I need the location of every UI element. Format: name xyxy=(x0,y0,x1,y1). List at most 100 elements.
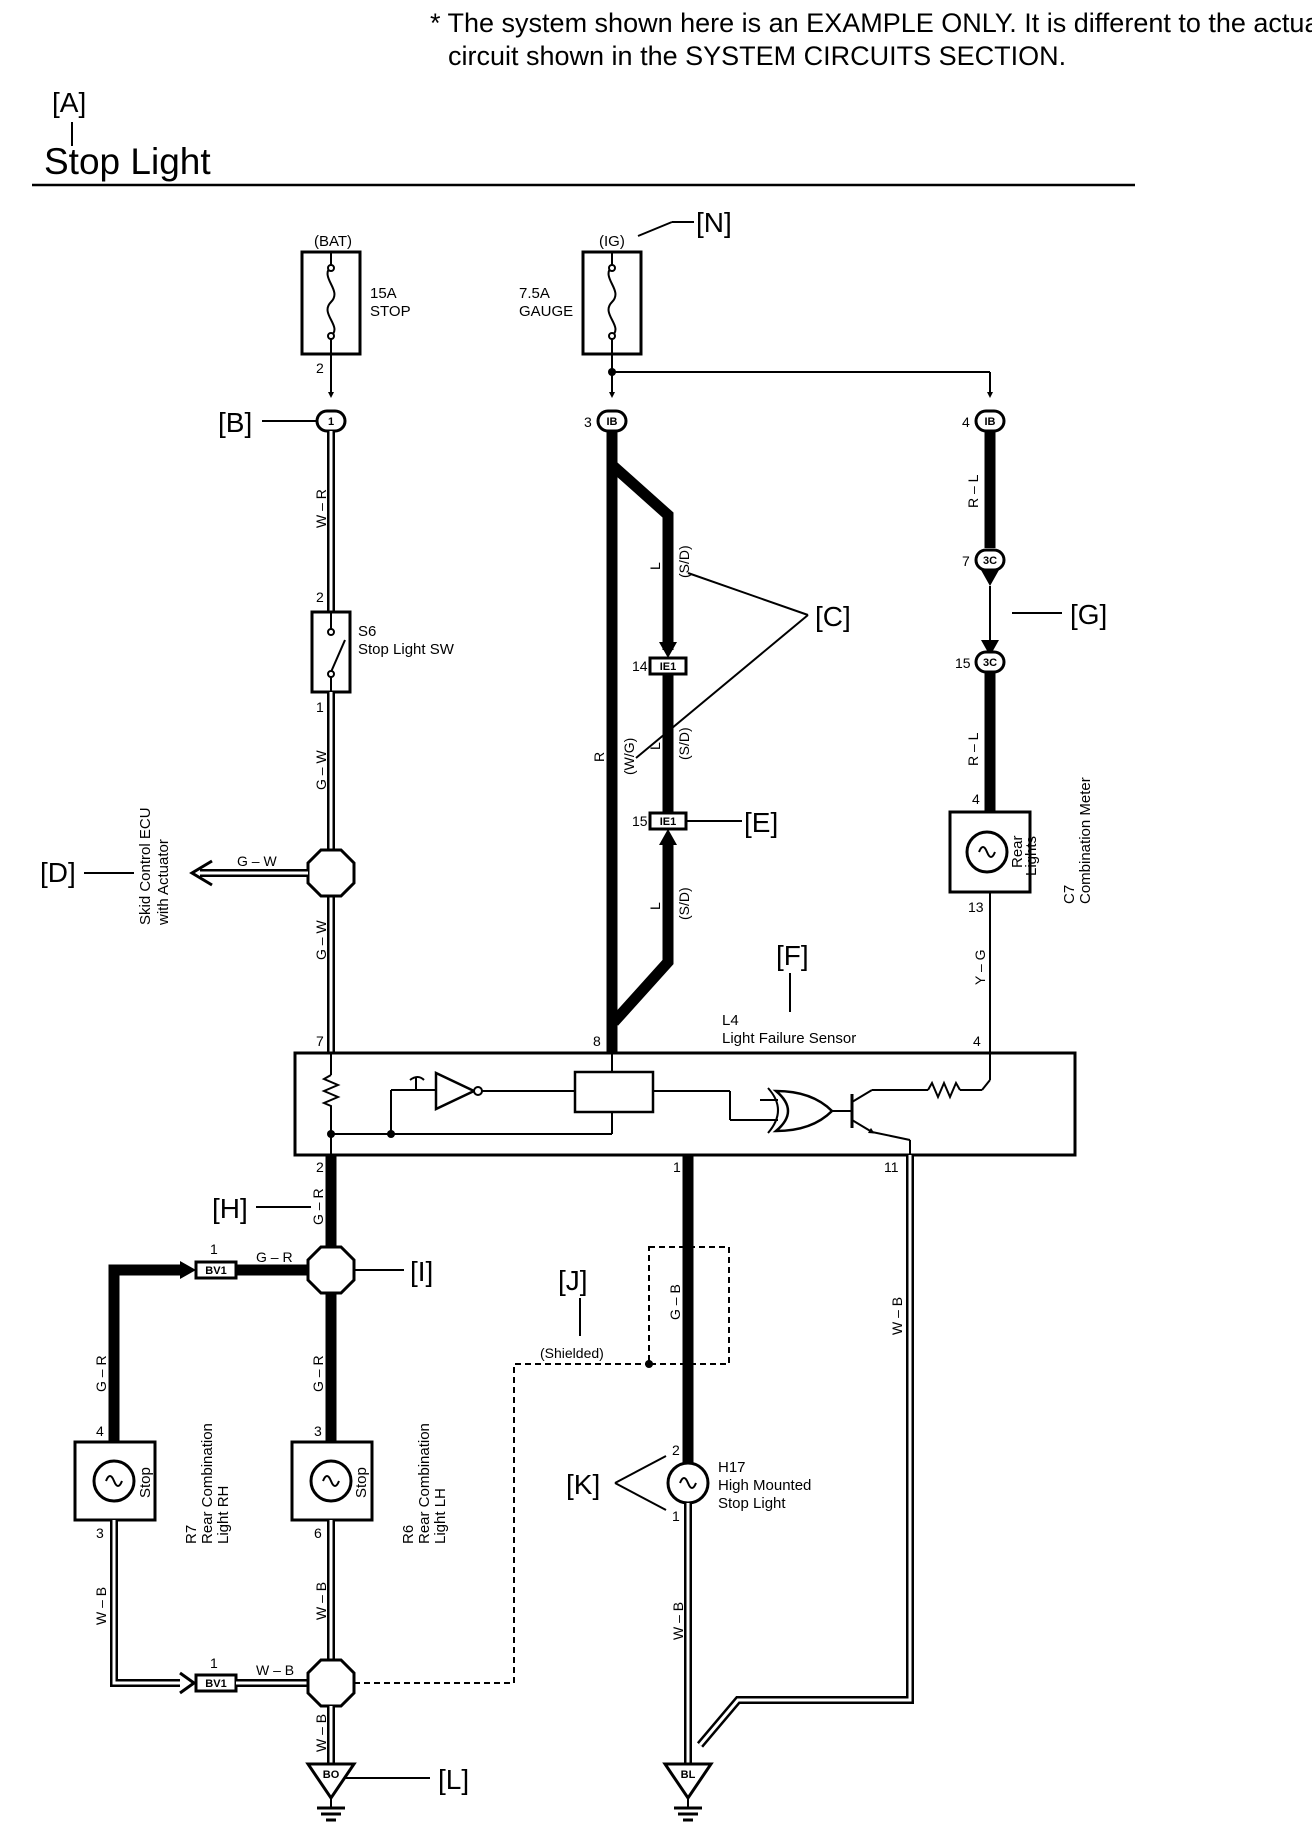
callout-c-leader xyxy=(635,614,809,759)
or-gate xyxy=(772,1089,834,1133)
pin-label: 2 xyxy=(316,360,324,376)
wire-label: L xyxy=(647,902,663,910)
connector-arrow xyxy=(659,642,677,658)
wire-label-r: R xyxy=(591,752,607,762)
meter-lamp-label: Lights xyxy=(1023,836,1040,876)
skid-ecu-arrow xyxy=(189,859,213,887)
component-name: Light LH xyxy=(432,1488,449,1544)
wire-w-b-rh xyxy=(112,1520,180,1685)
wire-label: R – L xyxy=(965,732,981,766)
connector-arrow xyxy=(981,570,999,586)
gauge-fuse-element xyxy=(607,252,617,354)
pin-label: 4 xyxy=(973,1033,981,1049)
callout-l: [L] xyxy=(438,1764,469,1795)
pin-label: 8 xyxy=(593,1033,601,1049)
bulb-filament xyxy=(322,1475,340,1487)
bulb-filament xyxy=(978,846,996,858)
shielded-label: (Shielded) xyxy=(540,1345,604,1361)
callout-g: [G] xyxy=(1070,599,1107,630)
callout-h: [H] xyxy=(212,1193,248,1224)
wire-label: L xyxy=(647,562,663,570)
light-failure-sensor xyxy=(293,1051,1077,1157)
sensor-relay xyxy=(573,1070,655,1114)
wire-label: W – B xyxy=(313,1582,329,1620)
wire-label: (S/D) xyxy=(676,887,692,920)
fuse-terminal xyxy=(608,332,616,340)
callout-c-leader xyxy=(687,572,809,616)
pin-label: 3 xyxy=(584,414,592,430)
connector-label: 1 xyxy=(328,416,334,428)
pin-label: 3 xyxy=(96,1525,104,1541)
wire-label: W – B xyxy=(670,1602,686,1640)
wire-label: L xyxy=(647,742,663,750)
fuse-terminal xyxy=(327,264,335,272)
wire-label: (S/D) xyxy=(676,727,692,760)
wire-label-w-r: W – R xyxy=(313,489,329,528)
pin-label: 14 xyxy=(632,658,648,674)
pin-label: 13 xyxy=(968,899,984,915)
connector-label: BV1 xyxy=(205,1678,226,1690)
callout-a: [A] xyxy=(52,87,86,118)
callout-k-leader xyxy=(614,1455,667,1484)
wire-label: W – B xyxy=(93,1587,109,1625)
component-name: Rear Combination xyxy=(199,1423,216,1544)
stop-fuse-element xyxy=(326,252,336,354)
pin-label: 4 xyxy=(972,791,980,807)
pin-label: 15 xyxy=(632,813,648,829)
wire-w-b-sensor xyxy=(698,1155,912,1746)
meter-name: Combination Meter xyxy=(1077,777,1094,904)
pin-label: 2 xyxy=(672,1442,680,1458)
connector-label: BV1 xyxy=(205,1265,226,1277)
sensor-name: Light Failure Sensor xyxy=(722,1030,856,1047)
wire-label: W – B xyxy=(256,1662,294,1678)
ground-bl xyxy=(662,1762,714,1801)
callout-k-leader xyxy=(614,1482,667,1511)
bulb-filament xyxy=(679,1477,697,1489)
wire-label: G – R xyxy=(93,1355,109,1392)
pin-label: 11 xyxy=(884,1159,899,1175)
pin-label: 7 xyxy=(316,1033,324,1049)
splice-point-ground xyxy=(306,1658,356,1708)
switch-terminal xyxy=(327,670,335,678)
connector-label: IB xyxy=(607,416,618,428)
wire-label: G – R xyxy=(310,1188,326,1225)
component-name: Rear Combination xyxy=(416,1423,433,1544)
pin-label: 2 xyxy=(316,1159,324,1175)
wire-label-g-w: G – W xyxy=(313,750,329,790)
stop-sw-name: Stop Light SW xyxy=(358,641,455,658)
sensor-amplifier xyxy=(434,1071,477,1111)
connector-label: 3C xyxy=(983,555,997,567)
ig-source-label: (IG) xyxy=(599,233,625,250)
connector-arrow xyxy=(179,1671,197,1695)
sensor-resistor xyxy=(321,1074,341,1132)
wire-l-lower xyxy=(609,845,674,1026)
pin-label: 6 xyxy=(314,1525,322,1541)
splice-point xyxy=(306,848,356,898)
pin-label: 1 xyxy=(673,1159,681,1175)
wire-label-g-w: G – W xyxy=(237,853,277,869)
high-stop-code: H17 xyxy=(718,1459,746,1476)
callout-b: [B] xyxy=(218,407,252,438)
pin-label: 1 xyxy=(316,699,324,715)
component-code: R7 xyxy=(183,1525,200,1544)
connector-arrow xyxy=(180,1261,196,1279)
ground-bo xyxy=(305,1762,357,1801)
comparator-reference xyxy=(409,1076,425,1081)
wire-label-w-g: (W/G) xyxy=(621,738,637,775)
pin-label: 3 xyxy=(314,1423,322,1439)
wire-label: W – B xyxy=(313,1714,329,1752)
shield-drain-wire xyxy=(354,1363,649,1684)
stop-fuse-amp: 15A xyxy=(370,285,397,302)
gauge-fuse-name: GAUGE xyxy=(519,303,573,320)
wire-g-r-rh xyxy=(108,1264,180,1442)
bat-source-label: (BAT) xyxy=(314,233,352,250)
or-gate-input xyxy=(767,1087,779,1134)
meter-code: C7 xyxy=(1061,885,1078,904)
callout-f: [F] xyxy=(776,940,809,971)
callout-j: [J] xyxy=(558,1265,588,1296)
wire-label: W – B xyxy=(889,1297,905,1335)
callout-e: [E] xyxy=(744,807,778,838)
component-name: Light RH xyxy=(215,1486,232,1544)
